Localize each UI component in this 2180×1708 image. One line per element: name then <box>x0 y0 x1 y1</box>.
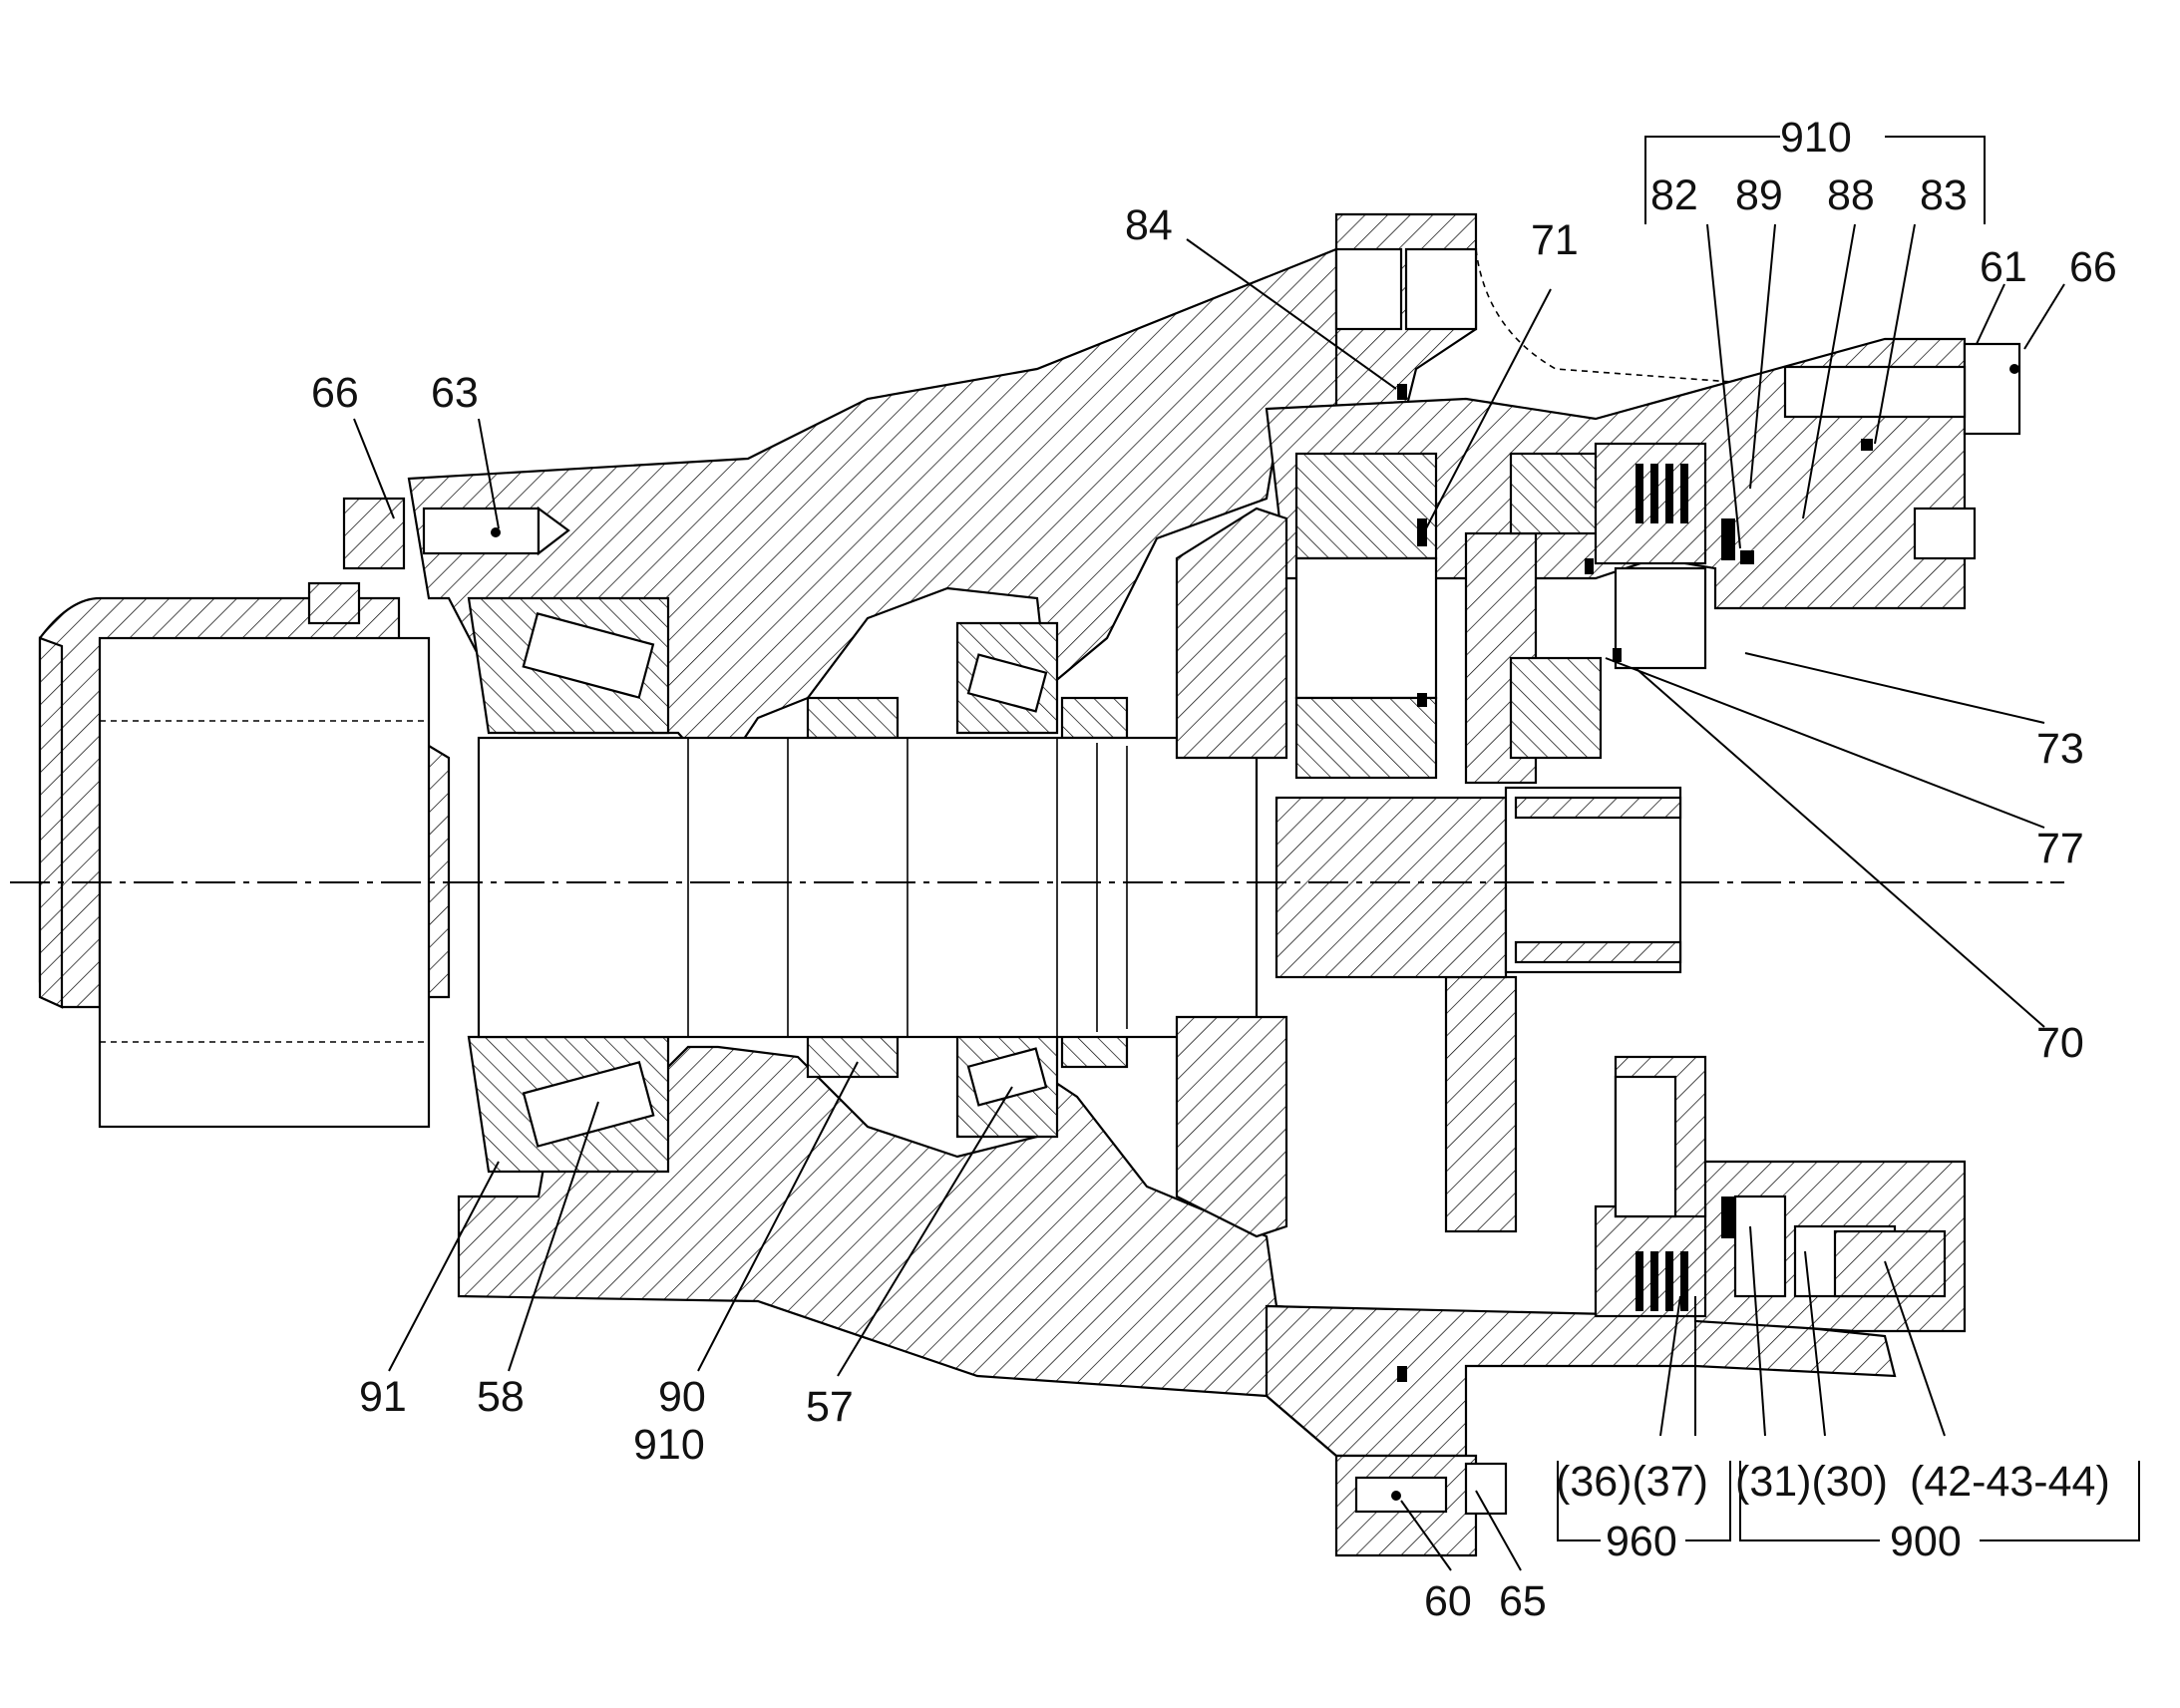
label-910-bottom: 910 <box>633 1421 705 1469</box>
label-900: 900 <box>1890 1518 1962 1565</box>
brake-area <box>1509 442 1947 1318</box>
label-61: 61 <box>1980 243 2027 291</box>
bearing-58-lower <box>467 1035 670 1174</box>
left-cover <box>38 581 451 1129</box>
shaft <box>477 736 1259 1039</box>
bearing-57-upper <box>955 621 1059 735</box>
bracket-910-top <box>1644 136 1986 224</box>
label-83: 83 <box>1920 171 1968 219</box>
small-seals <box>1397 384 1873 1382</box>
label-91: 91 <box>359 1373 407 1421</box>
label-89: 89 <box>1735 171 1783 219</box>
label-36-37: (36)(37) <box>1556 1458 1708 1506</box>
seal-90 <box>806 696 1129 1079</box>
label-63: 63 <box>431 369 479 417</box>
leader-lines <box>353 223 2065 1571</box>
bracket-900 <box>1739 1461 2140 1541</box>
label-90: 90 <box>658 1373 706 1421</box>
label-77: 77 <box>2036 825 2084 872</box>
label-66-right: 66 <box>2069 243 2117 291</box>
label-88: 88 <box>1827 171 1875 219</box>
label-910-top: 910 <box>1780 114 1852 162</box>
label-84: 84 <box>1125 201 1173 249</box>
label-960: 960 <box>1606 1518 1677 1565</box>
label-42-43-44: (42-43-44) <box>1910 1458 2110 1506</box>
label-57: 57 <box>806 1383 854 1431</box>
bearing-57-lower <box>955 1025 1059 1139</box>
label-73: 73 <box>2036 725 2084 773</box>
label-58: 58 <box>477 1373 525 1421</box>
gear-carrier <box>1175 452 1682 1238</box>
label-31-30: (31)(30) <box>1735 1458 1888 1506</box>
label-70: 70 <box>2036 1019 2084 1067</box>
disc-pack-lower <box>1635 1251 1688 1311</box>
disc-pack-upper <box>1635 464 1688 523</box>
label-60: 60 <box>1424 1577 1472 1625</box>
bolt-60 <box>1391 1491 1401 1501</box>
label-71: 71 <box>1531 216 1579 264</box>
top-flange <box>1334 212 1896 411</box>
callout-labels: 910 82 89 88 83 84 71 61 66 66 63 73 77 … <box>311 114 2117 1625</box>
label-65: 65 <box>1499 1577 1547 1625</box>
bottom-flange <box>1334 1454 1508 1557</box>
bolt-66-right <box>2009 364 2019 374</box>
bearing-58-upper <box>467 596 670 735</box>
label-66-left: 66 <box>311 369 359 417</box>
bolt-63 <box>342 497 570 570</box>
label-82: 82 <box>1650 171 1698 219</box>
bracket-960 <box>1557 1461 1731 1541</box>
